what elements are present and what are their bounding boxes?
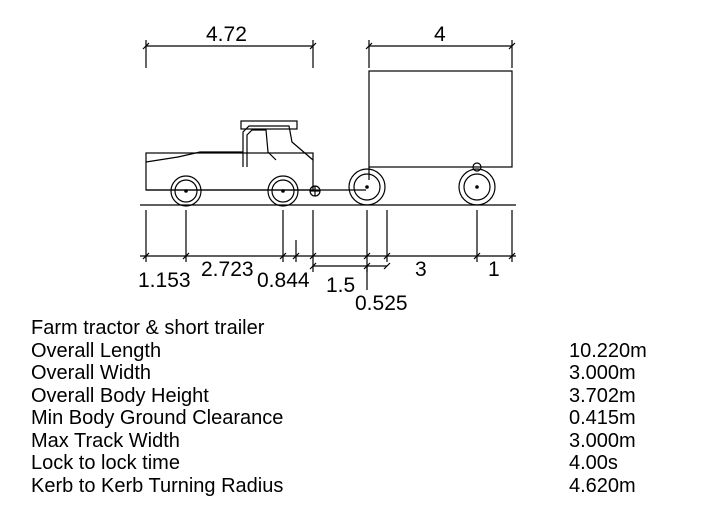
tractor-rear-overhang-label: 0.844 [257, 269, 310, 292]
tractor-body [145, 120, 366, 191]
spec-value: 4.620m [569, 474, 636, 497]
bottom-dimensions [140, 210, 516, 290]
spec-value: 4.00s [569, 452, 618, 474]
spec-row: Max Track Width 3.000m [31, 430, 671, 453]
spec-row: Lock to lock time 4.00s [31, 452, 671, 475]
spec-label: Overall Width [31, 362, 152, 384]
axle-offset-label: 0.525 [355, 292, 408, 315]
spec-label: Overall Length [31, 339, 162, 362]
trailer-rear-wheel [458, 162, 496, 206]
spec-label: Kerb to Kerb Turning Radius [31, 474, 284, 497]
spec-row: Min Body Ground Clearance 0.415m [31, 407, 671, 430]
trailer-length-label: 4 [434, 23, 446, 46]
spec-label: Min Body Ground Clearance [31, 407, 284, 429]
tractor-length-label: 4.72 [206, 23, 247, 46]
spec-row: Overall Width 3.000m [31, 362, 671, 385]
spec-row: Overall Length 10.220m [31, 340, 671, 363]
spec-label: Overall Body Height [31, 384, 209, 407]
drawbar-length-label: 1.5 [326, 274, 355, 297]
spec-value: 3.702m [569, 384, 636, 407]
tractor-wheelbase-label: 2.723 [201, 258, 254, 281]
trailer-wheelbase-label: 3 [415, 258, 427, 281]
tractor-rear-wheel [267, 175, 299, 207]
tractor-length-dimension [142, 40, 317, 68]
specification-table: Farm tractor & short trailer Overall Len… [31, 317, 671, 497]
vehicle-name: Farm tractor & short trailer [31, 317, 265, 339]
trailer-length-dimension [365, 40, 516, 68]
front-overhang-label: 1.153 [138, 269, 191, 292]
spec-label: Lock to lock time [31, 452, 180, 474]
hitch [309, 185, 321, 197]
spec-value: 3.000m [569, 429, 636, 452]
vehicle-dimension-diagram: 4.72 4 1.153 2.723 0.844 1.5 0.525 3 1 [138, 23, 516, 315]
spec-value: 10.220m [569, 339, 647, 362]
spec-value: 3.000m [569, 362, 636, 384]
trailer-rear-overhang-label: 1 [488, 258, 500, 281]
spec-value: 0.415m [569, 407, 636, 429]
trailer-front-wheel [348, 168, 386, 206]
spec-row: Kerb to Kerb Turning Radius 4.620m [31, 475, 671, 498]
trailer-body [368, 70, 513, 168]
spec-label: Max Track Width [31, 429, 180, 452]
tractor-front-wheel [170, 175, 202, 207]
spec-row: Overall Body Height 3.702m [31, 385, 671, 408]
